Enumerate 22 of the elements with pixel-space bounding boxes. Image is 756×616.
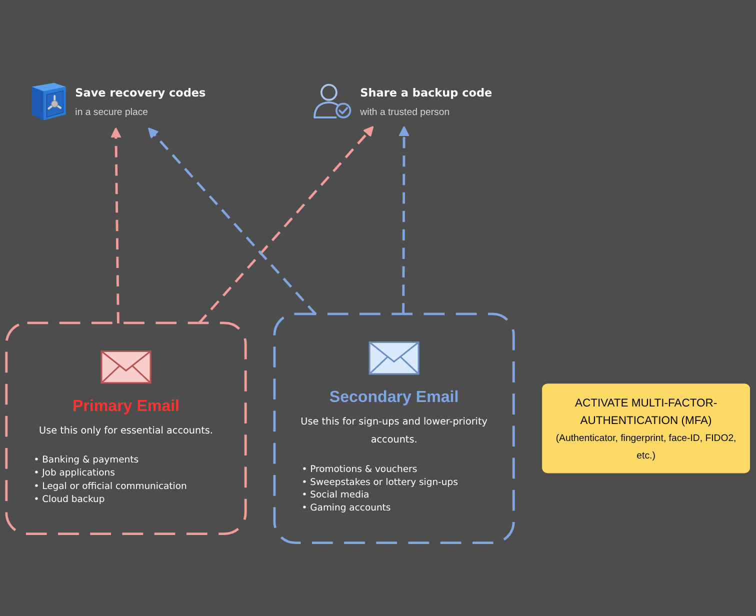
dashed-arrow xyxy=(110,127,122,324)
banner-heading: ACTIVATE MULTI-FACTOR-AUTHENTICATION (MFA) xyxy=(575,396,718,426)
heading: Primary Email xyxy=(72,398,180,416)
description: Use this only for essential accounts. xyxy=(39,424,213,436)
heading: Save recovery codes xyxy=(75,86,206,100)
dashed-arrow xyxy=(148,127,317,316)
dashed-arrow xyxy=(398,126,410,314)
heading: Secondary Email xyxy=(329,388,459,406)
list-item: • Cloud backup xyxy=(34,492,106,505)
dashed-arrow xyxy=(198,126,374,324)
description: Use this for sign-ups and lower-priority accounts. xyxy=(300,416,488,446)
list-item: • Banking & payments xyxy=(34,453,140,466)
list-item: • Sweepstakes or lottery sign-ups xyxy=(302,475,459,488)
subtitle: in a secure place xyxy=(75,106,148,118)
list-item: • Gaming accounts xyxy=(302,501,392,514)
list-item: • Job applications xyxy=(34,466,116,480)
list-item: • Promotions & vouchers xyxy=(302,462,418,476)
subtitle: with a trusted person xyxy=(360,106,450,118)
list-item: • Social media xyxy=(302,488,370,501)
heading: Share a backup code xyxy=(360,86,492,100)
list-item: • Legal or official communication xyxy=(34,479,188,492)
banner-subtitle: (Authenticator, fingerprint, face-ID, FIDO2, etc.) xyxy=(556,432,736,461)
